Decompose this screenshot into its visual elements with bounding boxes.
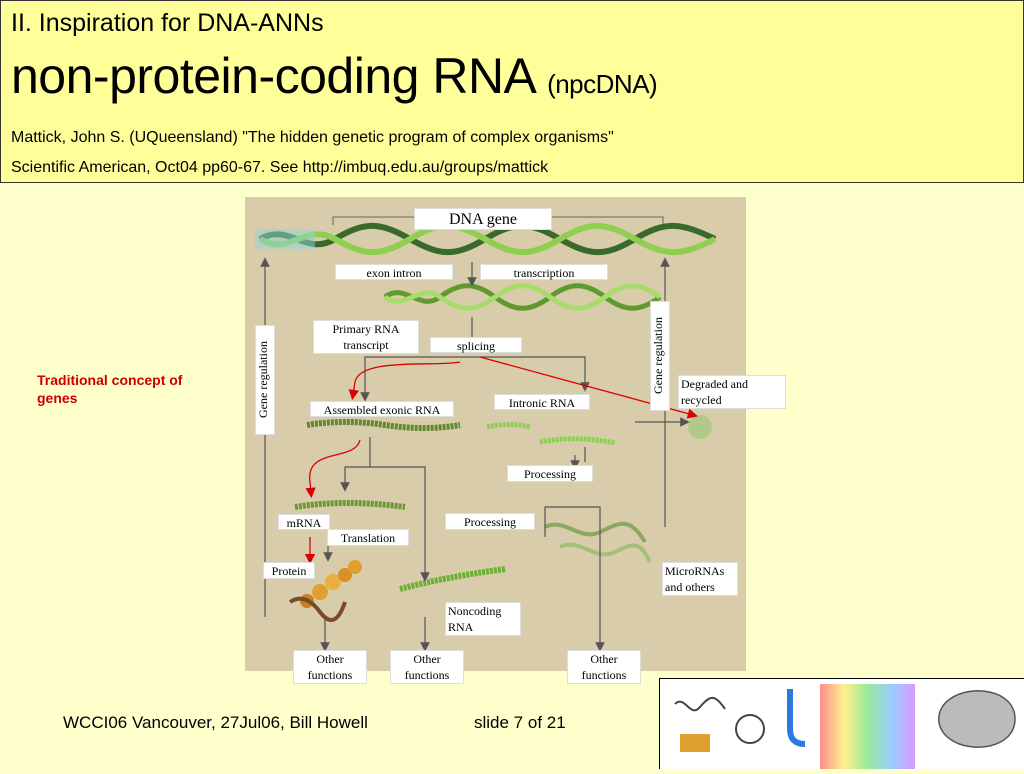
banner-brain-icon xyxy=(938,690,1016,748)
footer-credit: WCCI06 Vancouver, 27Jul06, Bill Howell xyxy=(63,713,368,732)
red-arrow-mrna xyxy=(305,439,361,499)
reference-line-2: Scientific American, Oct04 pp60-67. See … xyxy=(11,159,549,176)
banner-dna-icon xyxy=(674,696,726,712)
banner-spectrum-icon xyxy=(820,684,915,769)
title-box: II. Inspiration for DNA-ANNs non-protein… xyxy=(0,0,1024,183)
intronic-strand-1 xyxy=(486,422,531,430)
exonic-rna-strand xyxy=(306,419,461,431)
intronic-strand-2 xyxy=(539,436,616,446)
slide-main-title: non-protein-coding RNA (npcDNA) xyxy=(11,47,658,105)
transcription-label: transcription xyxy=(480,264,608,280)
rna-diagram: DNA gene exon intron transcription Prima… xyxy=(245,197,786,684)
protein-shape xyxy=(288,560,362,622)
gene-regulation-right-label: Gene regulation xyxy=(650,301,670,411)
degraded-blob xyxy=(688,415,712,439)
slide-number: slide 7 of 21 xyxy=(474,713,566,732)
translation-label: Translation xyxy=(327,529,409,546)
protein-label: Protein xyxy=(263,562,315,579)
degraded-label: Degraded and recycled xyxy=(678,375,786,409)
main-title-subtext: (npcDNA) xyxy=(547,69,658,99)
microrna-cluster xyxy=(544,521,652,563)
banner-chromosome-icon xyxy=(680,734,710,752)
other-functions-label-2: Other functions xyxy=(390,650,464,684)
primary-transcript-strand xyxy=(383,283,662,311)
main-title-text: non-protein-coding RNA xyxy=(11,48,534,104)
reference-line-1: Mattick, John S. (UQueensland) "The hidd… xyxy=(11,129,614,146)
banner-illustration xyxy=(674,684,1016,769)
intronic-rna-label: Intronic RNA xyxy=(494,394,590,410)
processing-label-2: Processing xyxy=(445,513,535,530)
other-functions-label-1: Other functions xyxy=(293,650,367,684)
primary-rna-label: Primary RNA transcript xyxy=(313,320,419,354)
mrna-strand xyxy=(294,500,406,510)
red-arrow-splicing xyxy=(348,361,461,401)
banner-cell-icon xyxy=(735,714,765,744)
banner-graphic xyxy=(659,678,1024,769)
gene-regulation-left-label: Gene regulation xyxy=(255,325,275,435)
slide-section-title: II. Inspiration for DNA-ANNs xyxy=(11,9,324,37)
mrna-label: mRNA xyxy=(278,514,330,530)
processing-label-1: Processing xyxy=(507,465,593,482)
dna-gene-label: DNA gene xyxy=(414,208,552,230)
noncoding-rna-label: Noncoding RNA xyxy=(445,602,521,636)
splicing-label: splicing xyxy=(430,337,522,353)
exon-intron-label: exon intron xyxy=(335,264,453,280)
dna-helix xyxy=(255,222,717,256)
other-functions-label-3: Other functions xyxy=(567,650,641,684)
traditional-concept-note: Traditional concept of genes xyxy=(37,372,183,406)
noncoding-strand xyxy=(399,566,506,592)
micrornas-label: MicroRNAs and others xyxy=(662,562,738,596)
banner-neuron-icon xyxy=(787,689,806,747)
assembled-exonic-label: Assembled exonic RNA xyxy=(310,401,454,417)
